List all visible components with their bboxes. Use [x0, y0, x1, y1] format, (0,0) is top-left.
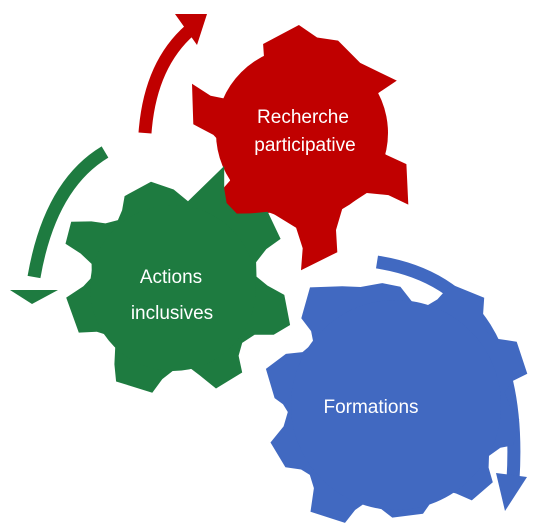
- gear-formations-label: Formations: [323, 397, 418, 418]
- green-cycle-arrow: [10, 146, 109, 304]
- blue-arrow-head: [496, 473, 527, 511]
- red-arrow-head: [175, 14, 207, 45]
- gear-research-label-line1: Recherche: [257, 107, 349, 128]
- gear-formations: Formations: [265, 283, 528, 523]
- red-arrow-shaft: [138, 25, 195, 134]
- gear-research-hub: [216, 47, 388, 219]
- green-arrow-shaft: [27, 146, 109, 279]
- gear-actions-label-line1: Actions: [140, 267, 202, 288]
- gear-actions-label-line2: inclusives: [131, 303, 213, 324]
- gear-research: Recherche participative: [192, 25, 409, 271]
- gear-research-label-line2: participative: [254, 135, 355, 156]
- red-cycle-arrow: [138, 14, 207, 134]
- gear-actions-hub: [90, 205, 256, 371]
- gear-formations-hub: [291, 300, 501, 510]
- green-arrow-head: [10, 290, 58, 304]
- gear-actions: Actions inclusives: [65, 166, 291, 393]
